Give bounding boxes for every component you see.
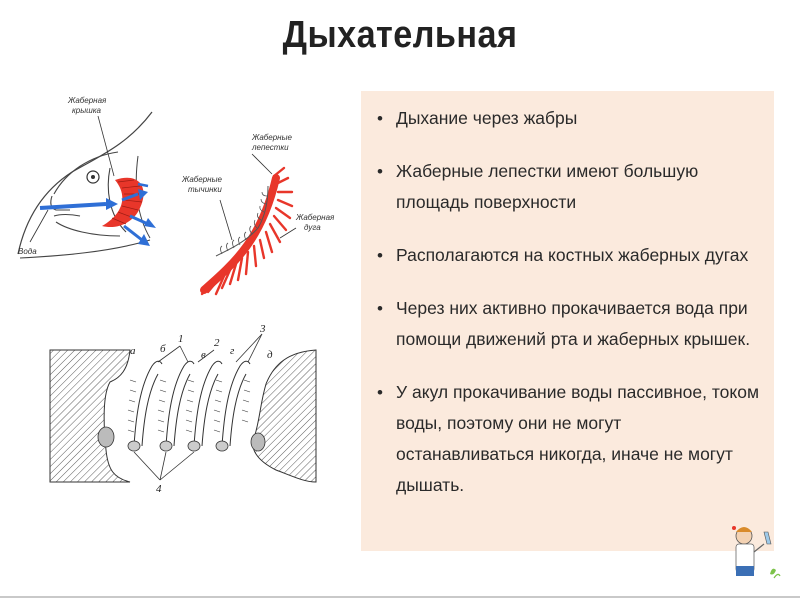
gill-section-figure: а б в г д 1 2 3 4 [48,320,323,500]
number-4: 4 [156,483,162,495]
label-filaments-1: Жаберные [251,133,292,142]
label-cover-1: Жаберная [67,96,107,105]
page-title: Дыхательная [40,14,760,57]
letter-b: б [160,343,166,355]
letter-d: д [267,349,273,361]
fish-head-figure: Жаберная крышка Вода [10,76,180,276]
gill-arch-figure: Жаберные лепестки Жаберные тычинки Жабер… [176,130,356,305]
letter-a: а [130,345,136,357]
bullet-item: У акул прокачивание воды пассивное, токо… [371,377,764,501]
bottom-divider [0,596,800,598]
bullet-item: Через них активно прокачивается вода при… [371,293,764,355]
label-arch-2: дуга [304,223,321,232]
scientist-mascot-icon [726,522,786,584]
letter-v: в [201,349,206,361]
bullet-item: Дыхание через жабры [371,103,764,134]
bullet-item: Располагаются на костных жаберных дугах [371,240,764,271]
number-1: 1 [178,333,184,345]
label-rakers-2: тычинки [188,185,222,194]
letter-g: г [230,345,235,357]
label-rakers-1: Жаберные [181,175,222,184]
label-arch-1: Жаберная [295,213,335,222]
number-2: 2 [214,337,220,349]
label-filaments-2: лепестки [251,143,289,152]
bullet-item: Жаберные лепестки имеют большую площадь … [371,156,764,218]
bullet-panel: Дыхание через жабры Жаберные лепестки им… [361,91,774,551]
label-water: Вода [18,247,37,256]
label-cover-2: крышка [72,106,102,115]
number-3: 3 [259,323,266,335]
bullet-list: Дыхание через жабры Жаберные лепестки им… [371,103,764,501]
